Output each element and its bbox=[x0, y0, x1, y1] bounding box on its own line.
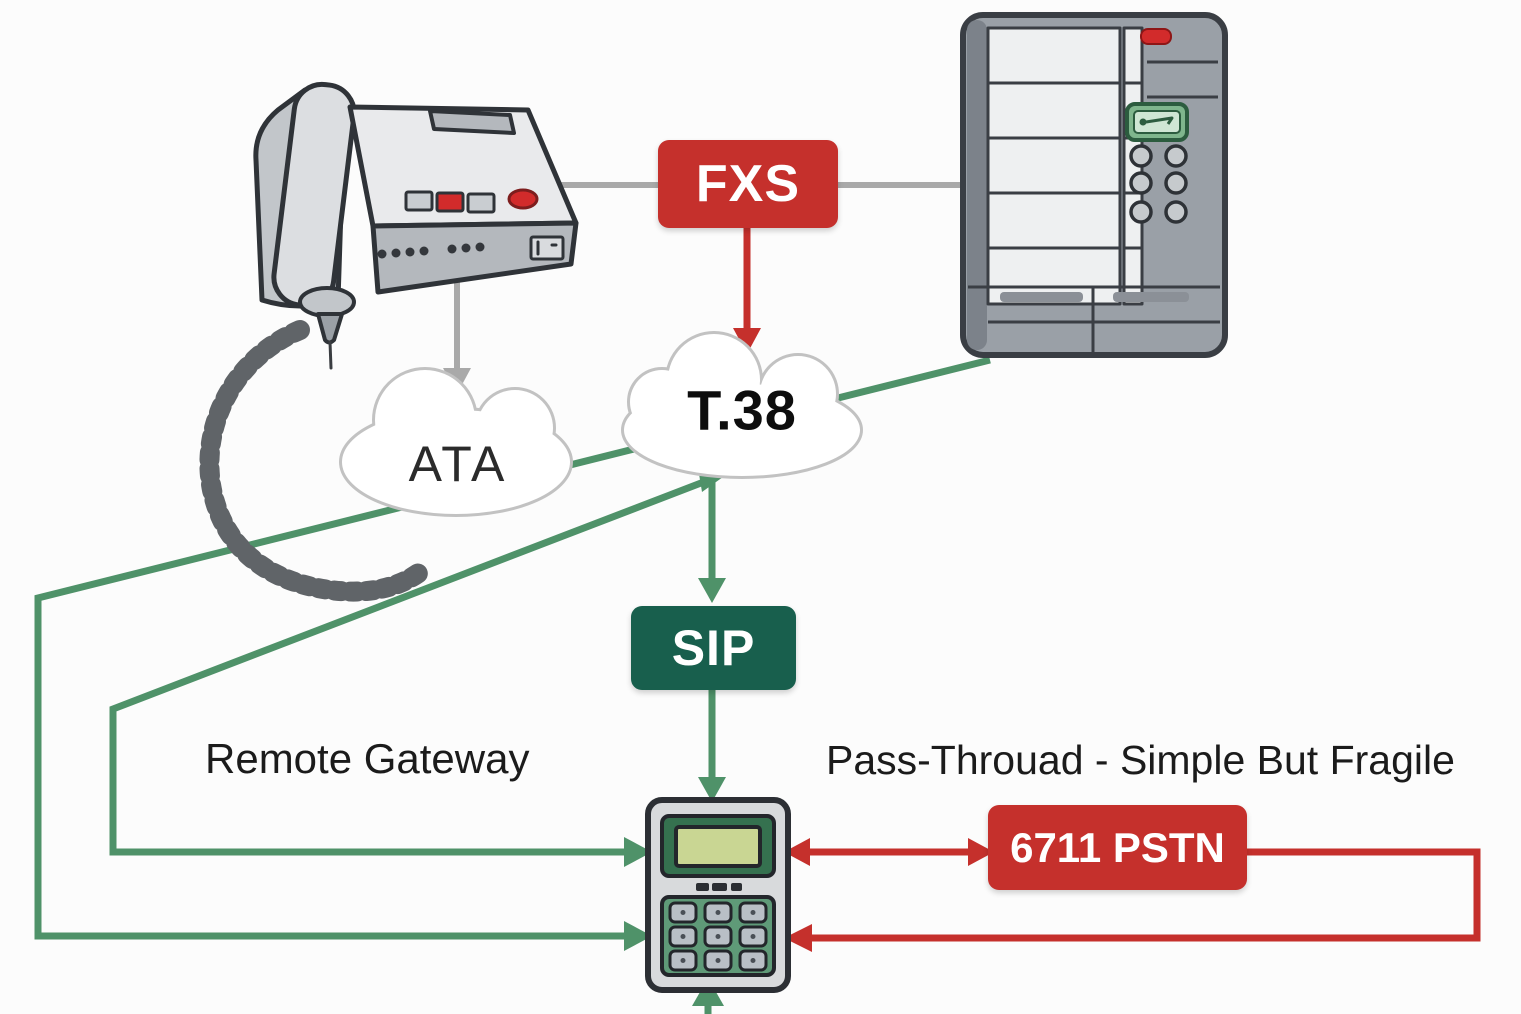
pstn-label: 6711 PSTN bbox=[1010, 823, 1225, 871]
bottom-panel-lines bbox=[968, 285, 1220, 352]
t38-cloud bbox=[621, 331, 863, 479]
fxs-label: FXS bbox=[695, 155, 801, 213]
key-icon bbox=[1139, 118, 1147, 126]
server-left-shade bbox=[967, 20, 987, 350]
green-inner-arrowhead bbox=[624, 837, 652, 867]
fxs-to-t38-arrowhead bbox=[733, 328, 761, 354]
key-display-screen bbox=[1133, 110, 1181, 134]
server-drawers bbox=[986, 26, 1122, 306]
ata-cloud-label: ATA bbox=[408, 436, 508, 492]
fxs-node: FXS bbox=[658, 140, 838, 228]
fax-display bbox=[428, 109, 516, 135]
t38-to-sip-arrowhead bbox=[698, 578, 726, 603]
ata-cloud bbox=[339, 367, 573, 517]
fax-front-ports bbox=[377, 242, 485, 259]
sip-node: SIP bbox=[631, 606, 796, 690]
sip-to-gateway-arrowhead bbox=[698, 777, 726, 802]
drawer-separators bbox=[988, 81, 1120, 250]
pbx-server-illustration bbox=[960, 12, 1228, 358]
key-icon-shaft bbox=[1145, 116, 1174, 125]
server-led bbox=[1140, 28, 1172, 45]
panel-lines bbox=[1147, 60, 1218, 99]
caption-remote-gateway: Remote Gateway bbox=[205, 735, 530, 782]
fax-button-red bbox=[435, 191, 465, 213]
server-buttons bbox=[1129, 144, 1188, 224]
handset-cord bbox=[199, 320, 430, 602]
fax-switch-marks bbox=[536, 240, 558, 256]
fax-red-indicator bbox=[507, 188, 539, 210]
cord-tail bbox=[328, 340, 333, 370]
pstn-return-path bbox=[810, 848, 1481, 942]
fax-button bbox=[404, 190, 434, 212]
t38-to-gateway-green-path bbox=[109, 474, 716, 856]
gateway-lcd bbox=[674, 825, 762, 868]
pstn-return-arrowhead bbox=[784, 924, 812, 952]
red-right-arrowhead bbox=[968, 838, 994, 866]
caption-pass-through: Pass-Throuad - Simple But Fragile bbox=[826, 737, 1455, 783]
gateway-model-badge bbox=[696, 883, 742, 891]
handset-mic-cone bbox=[316, 312, 344, 345]
pstn-node: 6711 PSTN bbox=[988, 805, 1247, 890]
fax-switch bbox=[529, 235, 565, 261]
sip-label: SIP bbox=[671, 620, 756, 676]
bottom-slot-left bbox=[1000, 292, 1083, 302]
fax-button bbox=[466, 192, 496, 214]
fax-body-front bbox=[370, 220, 579, 295]
green-outer-arrowhead bbox=[624, 921, 652, 951]
fax-machine-illustration bbox=[199, 81, 579, 602]
handset-mouthpiece bbox=[298, 286, 356, 318]
red-left-arrowhead bbox=[784, 838, 810, 866]
key-glyphs bbox=[680, 910, 756, 963]
gateway-device-illustration bbox=[645, 797, 791, 993]
bottom-slot-right bbox=[1113, 292, 1189, 302]
t38-cloud-label: T.38 bbox=[687, 378, 797, 442]
